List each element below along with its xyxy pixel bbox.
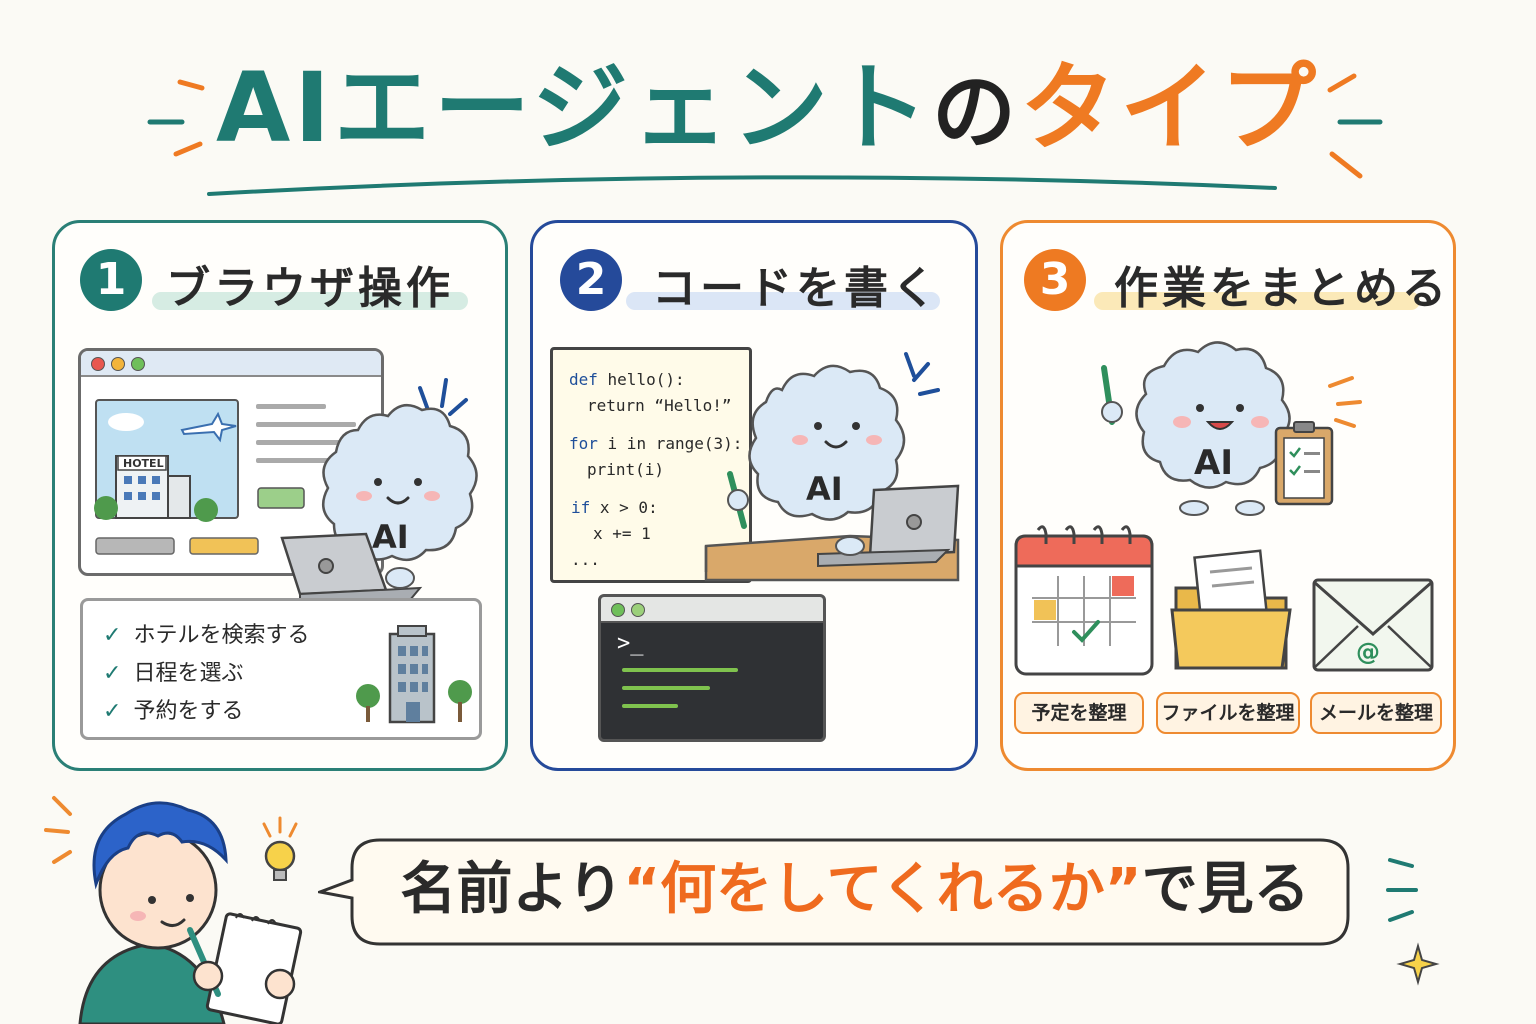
terminal-prompt: >_ [617, 631, 644, 656]
title-part-agent: AIエージェント [215, 52, 933, 164]
check-icon: ✓ [103, 623, 122, 648]
code-line: return “Hello!” [587, 396, 732, 415]
code-card: def hello(): return “Hello!” for i in ra… [550, 347, 752, 583]
ai-label-1: AI [372, 518, 409, 556]
check-icon: ✓ [103, 699, 122, 724]
hotel-sign: HOTEL [123, 457, 164, 470]
email-envelope-icon: @ [1312, 578, 1434, 672]
panel3-number-badge: 3 [1024, 249, 1086, 311]
sparkle-left-icon [147, 79, 205, 157]
code-line: ... [571, 550, 600, 569]
panel-organize-work [1000, 220, 1456, 771]
title-part-no: の [932, 63, 1021, 161]
checklist-item-label: 日程を選ぶ [133, 661, 244, 686]
ai-mascot-organizer: AI [1101, 341, 1362, 516]
panel1-title-highlight [152, 292, 468, 310]
ai-mascot-coder: AI [704, 352, 960, 582]
browser-close-dot [91, 357, 105, 371]
office-building-icon [356, 625, 472, 724]
bubble-quote-open: “ [623, 857, 661, 922]
panel2-number-badge: 2 [560, 249, 622, 311]
code-line: if x > 0: [571, 498, 658, 517]
browser-title-bar [81, 351, 381, 377]
at-symbol: @ [1356, 638, 1380, 666]
ai-label-3: AI [1194, 443, 1233, 483]
checklist-item-label: ホテルを検索する [133, 623, 310, 648]
code-line: print(i) [587, 460, 665, 479]
tag-organize-email: メールを整理 [1310, 692, 1442, 734]
bubble-message: 名前より“何をしてくれるか”で見る [360, 834, 1350, 946]
bubble-quote-close: ” [1104, 857, 1142, 922]
folder-icon [1170, 549, 1292, 670]
bubble-text-before: 名前より [400, 857, 624, 922]
tag-organize-schedule: 予定を整理 [1014, 692, 1144, 734]
checklist-item: ✓ ホテルを検索する [103, 617, 309, 649]
panel1-title: ブラウザ操作 [166, 263, 454, 314]
panel2-title: コードを書く [652, 263, 940, 314]
ai-mascot-browser: AI [280, 378, 478, 606]
checklist-item: ✓ 日程を選ぶ [103, 655, 243, 687]
panel1-number-badge: 1 [80, 249, 142, 311]
checklist-item: ✓ 予約をする [103, 693, 243, 725]
boy-taking-notes-illustration [44, 796, 303, 1024]
terminal-dot [631, 603, 645, 617]
browser-content-illustration: HOTEL [94, 399, 356, 555]
title-underline [207, 175, 1277, 196]
calendar-icon [1014, 525, 1154, 676]
panel3-title: 作業をまとめる [1114, 263, 1450, 314]
browser-minimize-dot [111, 357, 125, 371]
panel3-title-highlight [1094, 292, 1420, 310]
sparkle-bottom-right-icon [1386, 858, 1440, 986]
speech-bubble [318, 838, 1350, 946]
code-line: def hello(): [569, 370, 685, 389]
checklist-item-label: 予約をする [133, 699, 244, 724]
bubble-highlight: 何をしてくれるか [660, 857, 1105, 922]
bubble-text-after: で見る [1141, 857, 1310, 922]
panel2-title-highlight [626, 292, 940, 310]
page-title: AIエージェントのタイプ [0, 48, 1536, 172]
code-line: for i in range(3): [569, 434, 743, 453]
sparkle-right-icon [1327, 73, 1383, 179]
browser-maximize-dot [131, 357, 145, 371]
terminal-output-lines [622, 668, 738, 708]
tag-organize-files: ファイルを整理 [1156, 692, 1300, 734]
code-line: x += 1 [593, 524, 651, 543]
terminal-dot [611, 603, 625, 617]
check-icon: ✓ [103, 661, 122, 686]
terminal-title-bar [601, 597, 823, 623]
title-part-type: タイプ [1020, 52, 1321, 164]
ai-label-2: AI [806, 470, 843, 508]
